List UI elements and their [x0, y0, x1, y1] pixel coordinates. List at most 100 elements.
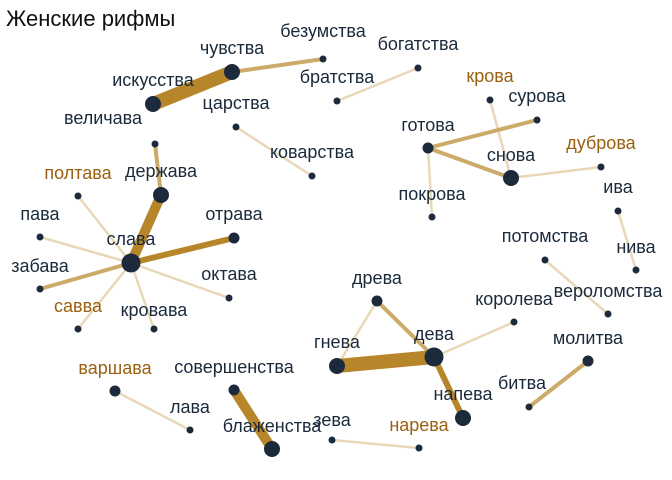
node-poltava: [74, 192, 82, 200]
node-label-lava: лава: [170, 397, 211, 417]
edge-molitva-bitva: [527, 359, 590, 409]
edge-dreva-deva: [375, 299, 436, 359]
edge-slava-zabava: [39, 261, 132, 291]
label-layer: чувствабезумствабогатствабратстваискусст…: [11, 21, 663, 436]
node-niva: [632, 266, 640, 274]
edge-dreva-gneva: [335, 300, 379, 367]
edge-slava-krovava: [129, 262, 156, 330]
node-gotova: [422, 142, 434, 154]
node-iskusstva: [145, 96, 161, 112]
node-label-zabava: забава: [11, 256, 70, 276]
node-label-varshava: варшава: [78, 358, 152, 378]
node-otrava: [228, 232, 240, 244]
node-label-velichava: величава: [64, 108, 143, 128]
edge-iskusstva-chuvstva: [150, 65, 235, 111]
node-layer: [36, 55, 640, 457]
node-deva: [424, 347, 444, 367]
node-snova: [503, 170, 519, 186]
edge-derzhava-slava: [126, 192, 166, 266]
edge-varshava-lava: [114, 389, 191, 432]
node-label-kovarstva: коварства: [270, 142, 355, 162]
node-chuvstva: [224, 64, 240, 80]
node-label-nareva: нарева: [389, 415, 449, 435]
node-label-zeva: зева: [313, 410, 351, 430]
node-zabava: [36, 285, 44, 293]
node-lava: [186, 426, 194, 434]
node-dreva: [371, 295, 383, 307]
edge-surova-gotova: [427, 118, 538, 150]
node-label-pava: пава: [20, 204, 60, 224]
node-label-deva: дева: [414, 324, 455, 344]
node-label-bogatstva: богатства: [378, 34, 460, 54]
node-kovarstva: [308, 172, 316, 180]
node-oktava: [225, 294, 233, 302]
node-label-pokrova: покрова: [398, 184, 466, 204]
node-label-iva: ива: [603, 177, 633, 197]
edge-krova-snova: [488, 99, 513, 179]
node-pava: [36, 233, 44, 241]
node-label-surova: сурова: [508, 86, 566, 106]
graph-title: Женские рифмы: [6, 6, 175, 31]
node-label-sovershenstva: совершенства: [174, 357, 295, 377]
edge-layer: [39, 57, 638, 452]
node-dubrova: [597, 163, 605, 171]
node-label-tsarstva: царства: [203, 93, 271, 113]
edge-bogatstva-bratstva: [336, 66, 419, 103]
node-blazhenstva: [264, 441, 280, 457]
node-label-verolomstva: вероломства: [554, 281, 664, 301]
edge-slava-savva: [77, 262, 132, 330]
node-krovava: [150, 325, 158, 333]
node-slava: [121, 253, 141, 273]
node-tsarstva: [232, 123, 240, 131]
node-iva: [614, 207, 622, 215]
node-label-savva: савва: [54, 296, 103, 316]
edge-sovershenstva-blazhenstva: [229, 387, 277, 452]
node-label-derzhava: держава: [125, 161, 198, 181]
node-pokrova: [428, 213, 436, 221]
edge-gotova-snova: [427, 146, 512, 180]
node-label-bezumstva: безумства: [280, 21, 367, 41]
node-label-potomstva: потомства: [502, 226, 589, 246]
node-velichava: [151, 140, 159, 148]
node-zeva: [328, 436, 336, 444]
node-label-dreva: древа: [352, 268, 403, 288]
node-label-gotova: готова: [401, 115, 455, 135]
edge-slava-otrava: [130, 235, 235, 266]
node-krova: [486, 96, 494, 104]
node-label-blazhenstva: блаженства: [223, 416, 323, 436]
node-label-dubrova: дуброва: [566, 133, 636, 153]
node-label-bitva: битва: [498, 373, 547, 393]
node-sovershenstva: [228, 384, 240, 396]
node-label-krovava: кровава: [121, 300, 189, 320]
edge-chuvstva-bezumstva: [231, 57, 324, 74]
node-molitva: [582, 355, 594, 367]
edge-zeva-nareva: [331, 438, 420, 450]
edge-deva-koroleva: [433, 320, 515, 359]
node-gneva: [329, 358, 345, 374]
node-label-molitva: молитва: [553, 328, 624, 348]
node-label-krova: крова: [466, 66, 514, 86]
node-derzhava: [153, 187, 169, 203]
node-savva: [74, 325, 82, 333]
node-label-otrava: отрава: [205, 204, 263, 224]
node-varshava: [109, 385, 121, 397]
edge-iva-niva: [616, 210, 638, 271]
node-verolomstva: [604, 310, 612, 318]
edge-deva-napeva: [431, 355, 466, 420]
edge-velichava-derzhava: [153, 143, 163, 196]
node-bratstva: [333, 97, 341, 105]
edge-gneva-deva: [336, 350, 435, 373]
node-label-iskusstva: искусства: [112, 70, 195, 90]
node-koroleva: [510, 318, 518, 326]
node-napeva: [455, 410, 471, 426]
node-label-napeva: напева: [433, 384, 493, 404]
edge-tsarstva-kovarstva: [235, 125, 313, 178]
edge-slava-oktava: [130, 261, 230, 300]
edge-snova-dubrova: [510, 165, 602, 180]
node-potomstva: [541, 256, 549, 264]
node-label-gneva: гнева: [314, 332, 361, 352]
node-bezumstva: [319, 55, 327, 63]
node-bitva: [525, 403, 533, 411]
node-surova: [533, 116, 541, 124]
